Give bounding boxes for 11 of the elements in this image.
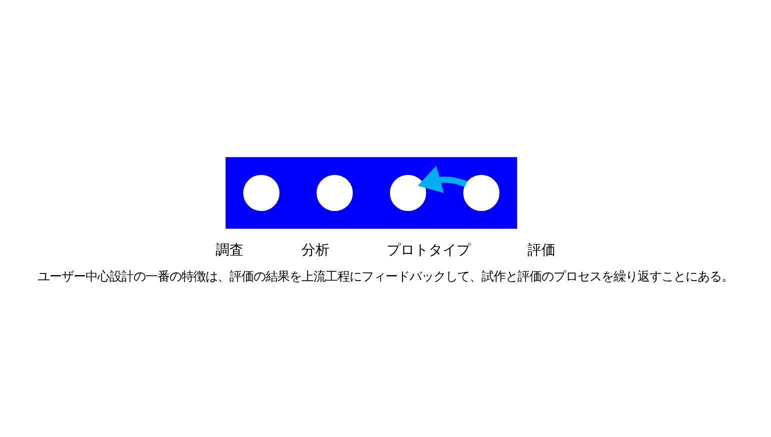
node-label: 評価 [527,242,556,258]
arrow [418,165,468,193]
node-circle [243,174,280,211]
node-label: 調査 [216,242,244,258]
node-label: 分析 [301,242,330,258]
node-circle [390,174,426,211]
caption: ユーザー中心設計の一番の特徴は、評価の結果を上流工程にフィードバックして、試作と評価のプロセスを繰り返すことにある。 [38,269,734,284]
cluster [226,156,518,228]
node-circle [316,174,353,211]
node-circle [463,174,500,211]
node-label: プロトタイプ [386,242,470,258]
